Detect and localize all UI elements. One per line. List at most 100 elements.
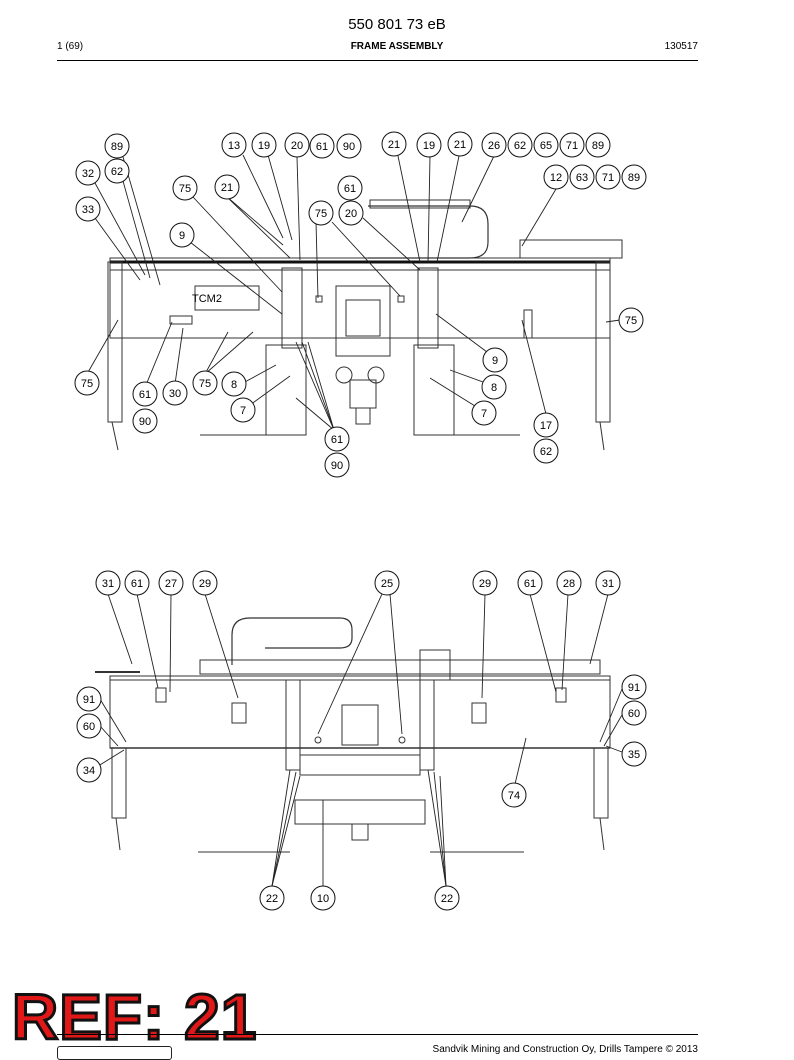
callout-label: 90	[343, 141, 355, 153]
callout-top-29: 8	[481, 374, 507, 400]
callout-top-34: 90	[324, 452, 350, 478]
callout-top-28: 9	[482, 347, 508, 373]
callout-label: 29	[199, 578, 211, 590]
callout-label: 28	[563, 578, 575, 590]
callout-top-21: 75	[172, 175, 198, 201]
callout-label: 9	[179, 230, 185, 242]
callout-label: 31	[602, 578, 614, 590]
callout-bottom-1: 61	[124, 570, 150, 596]
document-number: 550 801 73 eB	[348, 16, 446, 33]
top-view-drawing: TCM2	[107, 199, 623, 451]
callout-label: 8	[491, 382, 497, 394]
callout-label: 10	[317, 893, 329, 905]
callout-top-22: 21	[214, 174, 240, 200]
callout-top-12: 26	[481, 132, 507, 158]
callout-bottom-7: 28	[556, 570, 582, 596]
callout-label: 30	[169, 388, 181, 400]
callout-label: 7	[240, 405, 246, 417]
callout-label: 35	[628, 749, 640, 761]
callout-top-7: 61	[309, 133, 335, 159]
callout-label: 91	[83, 694, 95, 706]
callout-label: 60	[83, 721, 95, 733]
callout-bottom-15: 74	[501, 782, 527, 808]
callout-top-40: 17	[533, 412, 559, 438]
callout-label: 19	[258, 140, 270, 152]
callout-top-16: 89	[585, 132, 611, 158]
callout-bottom-2: 27	[158, 570, 184, 596]
callout-bottom-18: 22	[434, 885, 460, 911]
callout-label: 31	[102, 578, 114, 590]
callout-label: 22	[441, 893, 453, 905]
callout-top-2: 32	[75, 160, 101, 186]
callout-label: 20	[291, 140, 303, 152]
callout-bottom-11: 34	[76, 757, 102, 783]
bottom-view-drawing	[95, 617, 611, 853]
callout-top-4: 13	[221, 132, 247, 158]
callout-top-20: 89	[621, 164, 647, 190]
ref-stamp: REF: 21	[10, 981, 258, 1053]
callout-top-10: 19	[416, 132, 442, 158]
callout-bottom-13: 60	[621, 700, 647, 726]
callout-label: 62	[111, 166, 123, 178]
callout-top-25: 20	[338, 200, 364, 226]
header-rule	[57, 60, 698, 61]
callout-label: 17	[540, 420, 552, 432]
callout-bottom-8: 31	[595, 570, 621, 596]
callout-top-35: 75	[74, 370, 100, 396]
callout-bottom-14: 35	[621, 741, 647, 767]
callout-label: 8	[231, 379, 237, 391]
callout-label: 62	[540, 446, 552, 458]
callout-label: 89	[628, 172, 640, 184]
callout-top-14: 65	[533, 132, 559, 158]
callout-top-27: 75	[618, 307, 644, 333]
callout-label: 19	[423, 140, 435, 152]
callout-label: 21	[388, 139, 400, 151]
callout-label: 32	[82, 168, 94, 180]
callout-bottom-9: 91	[76, 686, 102, 712]
callout-label: 61	[524, 578, 536, 590]
callout-top-9: 21	[381, 131, 407, 157]
callout-top-11: 21	[447, 131, 473, 157]
date-code: 130517	[664, 41, 698, 52]
callout-label: 89	[111, 141, 123, 153]
callout-label: 89	[592, 140, 604, 152]
callout-label: 60	[628, 708, 640, 720]
top-leader-lines	[86, 154, 621, 431]
callout-top-18: 63	[569, 164, 595, 190]
callout-top-24: 75	[308, 200, 334, 226]
callout-top-6: 20	[284, 132, 310, 158]
callout-top-15: 71	[559, 132, 585, 158]
callout-label: 34	[83, 765, 95, 777]
callout-top-13: 62	[507, 132, 533, 158]
callout-bottom-5: 29	[472, 570, 498, 596]
callout-label: 75	[179, 183, 191, 195]
callout-label: 62	[514, 140, 526, 152]
callout-label: 75	[199, 378, 211, 390]
callout-label: 21	[221, 182, 233, 194]
callout-bottom-0: 31	[95, 570, 121, 596]
callout-bottom-6: 61	[517, 570, 543, 596]
callout-label: 13	[228, 140, 240, 152]
callout-label: 61	[139, 389, 151, 401]
callout-top-26: 9	[169, 222, 195, 248]
callout-top-8: 90	[336, 133, 362, 159]
callout-label: 21	[454, 139, 466, 151]
callout-top-39: 75	[192, 370, 218, 396]
callout-label: 61	[331, 434, 343, 446]
callout-label: 63	[576, 172, 588, 184]
callout-label: 61	[131, 578, 143, 590]
callout-label: 29	[479, 578, 491, 590]
callout-top-41: 62	[533, 438, 559, 464]
callout-label: 65	[540, 140, 552, 152]
callout-label: 75	[625, 315, 637, 327]
callout-bottom-17: 10	[310, 885, 336, 911]
svg-text:TCM2: TCM2	[192, 293, 222, 305]
callout-bottom-4: 25	[374, 570, 400, 596]
callout-label: 27	[165, 578, 177, 590]
callout-label: 75	[315, 208, 327, 220]
callout-label: 90	[331, 460, 343, 472]
top-callouts: 89 62 32 33 13 19 20 61 90 21 19 21 26 6…	[74, 131, 647, 478]
callout-label: 71	[602, 172, 614, 184]
callout-label: 75	[81, 378, 93, 390]
